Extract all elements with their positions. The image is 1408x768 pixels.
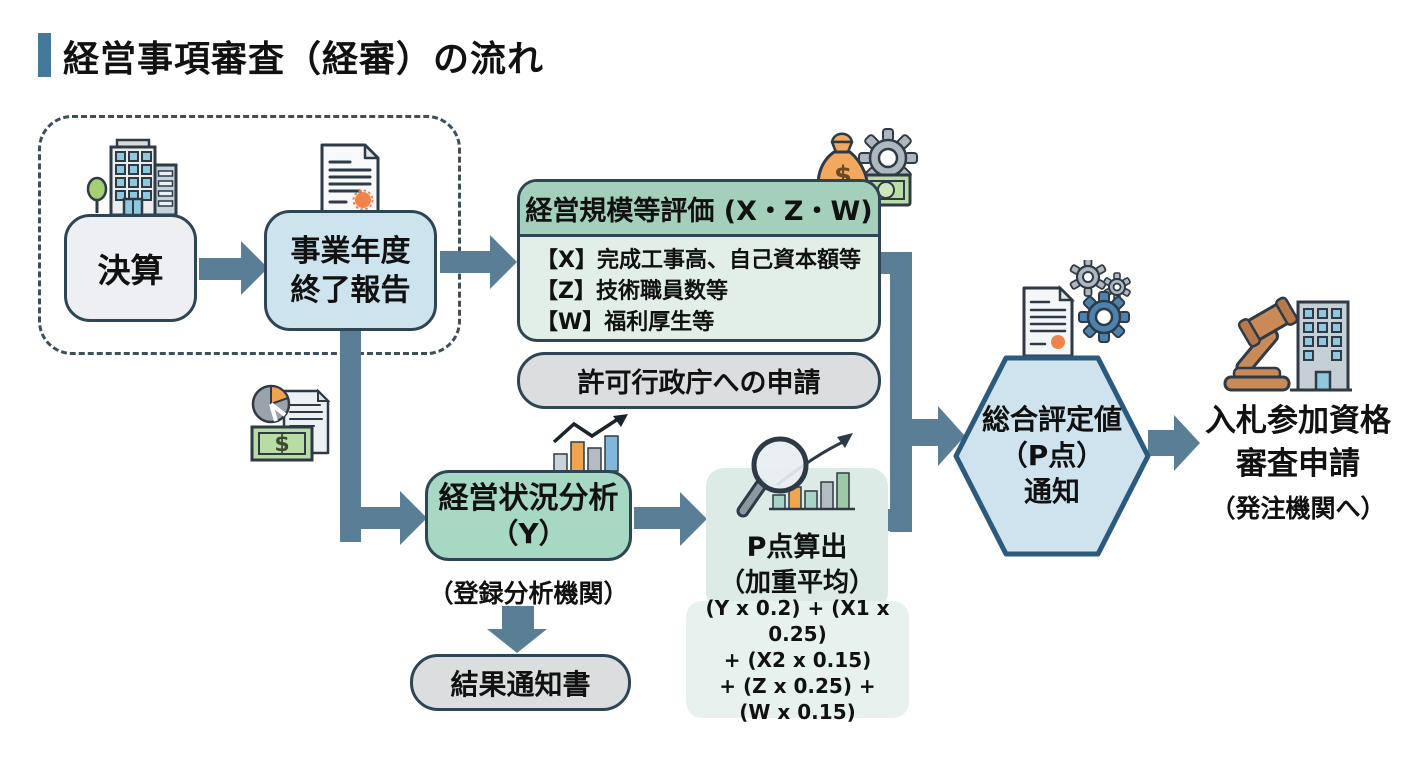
- node-kekka-label: 結果通知書: [450, 667, 591, 701]
- arrow-jokyo-to-kekka: [502, 606, 534, 629]
- pten-formula-line2: + (X2 x 0.15): [723, 647, 872, 672]
- gavel-building-icon: [1223, 296, 1352, 392]
- nyusatsu-subnote: （発注機関へ）: [1210, 493, 1386, 523]
- arrow-head: [680, 492, 707, 546]
- node-sogo: 総合評定値 （P点） 通知: [948, 352, 1156, 560]
- node-nyusatsu: 入札参加資格 審査申請 （発注機関へ）: [1198, 400, 1398, 526]
- nyusatsu-line1: 入札参加資格: [1205, 403, 1391, 439]
- sogo-line2: （P点）: [999, 439, 1105, 473]
- arrow-jigyo-to-kibo: [440, 251, 490, 273]
- node-pten-title: P点算出 （加重平均）: [706, 468, 888, 610]
- node-kibo-header: 経営規模等評価 (X・Z・W): [520, 182, 878, 237]
- pten-formula-line3: + (Z x 0.25) +: [719, 673, 876, 698]
- node-kessan: 決算: [64, 214, 197, 322]
- pten-formula-line1: (Y x 0.2) + (X1 x 0.25): [705, 595, 890, 646]
- node-jokyo-line2: （Y）: [490, 516, 567, 550]
- office-building-icon: [86, 138, 178, 216]
- merge-rail: [890, 252, 912, 532]
- magnifier-bar-chart-icon: [736, 433, 855, 518]
- node-kibo-items: 【X】完成工事高、自己資本額等 【Z】技術職員数等 【W】福利厚生等: [520, 237, 878, 339]
- node-jigyo: 事業年度 終了報告: [264, 210, 437, 331]
- arrow-head: [490, 235, 517, 289]
- kibo-item-z: 【Z】技術職員数等: [536, 279, 728, 305]
- node-kessan-label: 決算: [97, 251, 164, 290]
- nyusatsu-line2: 審査申請: [1236, 445, 1360, 482]
- node-pten-formula: (Y x 0.2) + (X1 x 0.25) + (X2 x 0.15) + …: [686, 596, 909, 724]
- arrow-head: [241, 241, 268, 295]
- report-document-icon: [320, 143, 380, 214]
- page-title: 経営事項審査（経審）の流れ: [63, 39, 545, 80]
- arrow-head: [1174, 415, 1200, 471]
- sogo-line1: 総合評定値: [981, 403, 1122, 437]
- node-jigyo-line2: 終了報告: [290, 272, 411, 308]
- kibo-item-x: 【X】完成工事高、自己資本額等: [536, 248, 861, 273]
- kibo-item-w: 【W】福利厚生等: [536, 310, 715, 336]
- jokyo-subnote: （登録分析機関）: [428, 579, 629, 608]
- arrow-kessan-to-jigyo: [199, 258, 241, 280]
- node-kyoka: 許可行政庁への申請: [517, 352, 881, 409]
- arrow-head: [400, 491, 427, 545]
- node-jigyo-line1: 事業年度: [290, 233, 411, 269]
- node-jokyo-line1: 経営状況分析: [438, 480, 619, 516]
- line-elbow-right: [340, 507, 400, 529]
- pie-chart-money-document-icon: $: [250, 384, 331, 462]
- bar-chart-growth-icon: [552, 414, 628, 472]
- node-kibo: 経営規模等評価 (X・Z・W) 【X】完成工事高、自己資本額等 【Z】技術職員数…: [517, 179, 881, 342]
- arrow-sogo-to-nyusatsu: [1148, 430, 1174, 456]
- sogo-line3: 通知: [1023, 474, 1080, 508]
- arrow-head: [487, 629, 547, 653]
- arrow-jokyo-to-pten: [634, 507, 680, 529]
- pten-title-line1: P点算出: [746, 532, 848, 563]
- hexagon-shape: [953, 355, 1151, 557]
- node-kyoka-label: 許可行政庁への申請: [577, 368, 821, 399]
- pten-formula-line4: (W x 0.15): [739, 699, 856, 724]
- line-jigyo-down: [340, 330, 361, 542]
- svg-text:$: $: [274, 432, 289, 457]
- arrow-merge-to-sogo: [905, 419, 938, 446]
- accounting-group-frame: [38, 115, 461, 355]
- node-jokyo: 経営状況分析 （Y）: [425, 470, 632, 561]
- pten-title-line2: （加重平均）: [718, 568, 875, 599]
- certificate-gears-icon: [1022, 260, 1131, 358]
- node-kekka: 結果通知書: [410, 654, 631, 711]
- title-accent-bar: [38, 33, 51, 77]
